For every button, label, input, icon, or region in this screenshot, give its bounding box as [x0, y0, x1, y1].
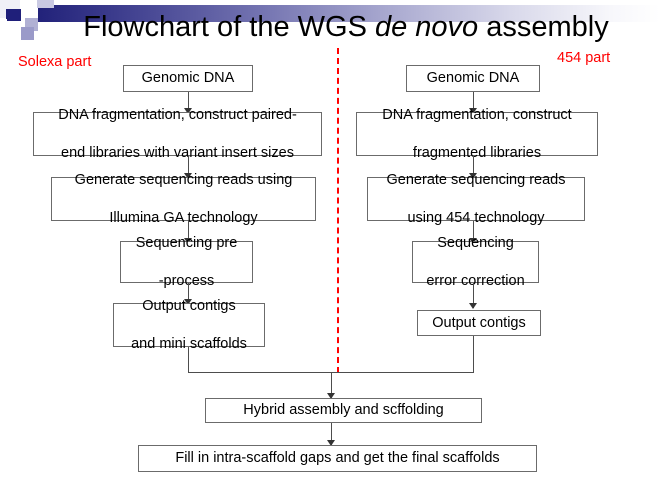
- flow-box-left-fragmentation-text: DNA fragmentation, construct paired- end…: [38, 106, 317, 163]
- connector-r4-r5: [473, 283, 474, 308]
- flow-box-left-output-contigs-line1: Output contigs: [142, 297, 236, 314]
- page-title: Flowchart of the WGS de novo assembly: [56, 8, 636, 46]
- square-mid-lavender-icon: [37, 0, 54, 8]
- square-light-lavender-icon: [20, 0, 37, 18]
- flow-box-right-output-contigs: Output contigs: [417, 310, 541, 336]
- flow-box-left-output-contigs-text: Output contigs and mini scaffolds: [118, 297, 260, 354]
- flow-box-left-fragmentation-line2: end libraries with variant insert sizes: [61, 144, 294, 161]
- arrowhead-l2-l3-icon: [184, 173, 192, 179]
- merge-drop-left: [188, 347, 189, 373]
- flow-box-fill-gaps-text: Fill in intra-scaffold gaps and get the …: [175, 450, 500, 466]
- flow-box-left-output-contigs-line2: and mini scaffolds: [131, 335, 247, 352]
- column-divider: [337, 48, 339, 373]
- flow-box-left-genomic-dna: Genomic DNA: [123, 65, 253, 92]
- flow-box-left-generate-reads: Generate sequencing reads using Illumina…: [51, 172, 316, 226]
- merge-drop-center: [331, 372, 332, 398]
- flow-box-right-error-correction-line1: Sequencing: [437, 234, 514, 251]
- arrowhead-r4-r5-icon: [469, 303, 477, 309]
- arrowhead-m1-m2-icon: [327, 440, 335, 446]
- flow-box-hybrid-assembly: Hybrid assembly and scffolding: [205, 398, 482, 423]
- flow-box-right-generate-reads: Generate sequencing reads using 454 tech…: [367, 172, 585, 226]
- flow-box-right-fragmentation-line2: fragmented libraries: [412, 144, 542, 161]
- connector-l2-l3: [188, 156, 189, 177]
- page-title-suffix: assembly: [478, 11, 609, 43]
- label-solexa-part: Solexa part: [18, 54, 92, 70]
- flow-box-fill-gaps: Fill in intra-scaffold gaps and get the …: [138, 445, 537, 472]
- arrowhead-l4-l5-icon: [184, 299, 192, 305]
- connector-r1-r2: [473, 92, 474, 111]
- page-title-italic: de novo: [374, 11, 479, 43]
- flow-box-left-generate-reads-line1: Generate sequencing reads using: [74, 171, 293, 188]
- flow-box-right-output-contigs-text: Output contigs: [432, 314, 526, 331]
- arrowhead-l1-l2-icon: [184, 108, 192, 114]
- arrowhead-r2-r3-icon: [469, 173, 477, 179]
- flow-box-left-preprocess: Sequencing pre -process: [120, 235, 253, 289]
- flow-box-left-generate-reads-text: Generate sequencing reads using Illumina…: [56, 171, 311, 228]
- flow-box-right-generate-reads-line1: Generate sequencing reads: [386, 171, 566, 188]
- connector-l3-l4: [188, 221, 189, 243]
- flow-box-right-genomic-dna: Genomic DNA: [406, 65, 540, 92]
- connector-r2-r3: [473, 156, 474, 177]
- flow-box-right-fragmentation-line1: DNA fragmentation, construct: [382, 106, 572, 123]
- page-title-prefix: Flowchart of the WGS: [83, 11, 375, 43]
- connector-l1-l2: [188, 92, 189, 111]
- arrowhead-r1-r2-icon: [469, 108, 477, 114]
- flow-box-left-preprocess-line1: Sequencing pre: [135, 234, 238, 251]
- flow-box-right-error-correction-text: Sequencing error correction: [417, 234, 534, 291]
- flow-box-left-genomic-dna-text: Genomic DNA: [141, 70, 235, 86]
- flow-box-left-fragmentation: DNA fragmentation, construct paired- end…: [33, 107, 322, 161]
- square-periwinkle-lower-icon: [21, 27, 34, 40]
- flow-box-right-error-correction: Sequencing error correction: [412, 235, 539, 289]
- flow-box-right-genomic-dna-text: Genomic DNA: [426, 70, 520, 86]
- flow-box-left-preprocess-text: Sequencing pre -process: [125, 234, 248, 291]
- flow-box-right-error-correction-line2: error correction: [426, 272, 525, 289]
- header-gradient-bar: [38, 5, 660, 22]
- label-454-part: 454 part: [557, 50, 611, 66]
- flow-box-hybrid-assembly-text: Hybrid assembly and scffolding: [243, 402, 444, 418]
- connector-r3-r4: [473, 221, 474, 243]
- flow-box-right-generate-reads-text: Generate sequencing reads using 454 tech…: [372, 171, 580, 228]
- merge-drop-right: [473, 336, 474, 373]
- arrowhead-merge-m1-icon: [327, 393, 335, 399]
- connector-l4-l5: [188, 283, 189, 304]
- square-dark-navy-icon: [6, 9, 21, 21]
- flow-box-right-generate-reads-line2: using 454 technology: [407, 209, 545, 226]
- square-lavender-block-icon: [0, 19, 7, 39]
- flow-box-right-fragmentation-text: DNA fragmentation, construct fragmented …: [361, 106, 593, 163]
- flow-box-left-output-contigs: Output contigs and mini scaffolds: [113, 298, 265, 352]
- flow-box-right-fragmentation: DNA fragmentation, construct fragmented …: [356, 107, 598, 161]
- flow-box-left-preprocess-line2: -process: [158, 272, 215, 289]
- flow-box-left-fragmentation-line1: DNA fragmentation, construct paired-: [58, 106, 297, 123]
- connector-m1-m2: [331, 423, 332, 445]
- flow-box-left-generate-reads-line2: Illumina GA technology: [109, 209, 258, 226]
